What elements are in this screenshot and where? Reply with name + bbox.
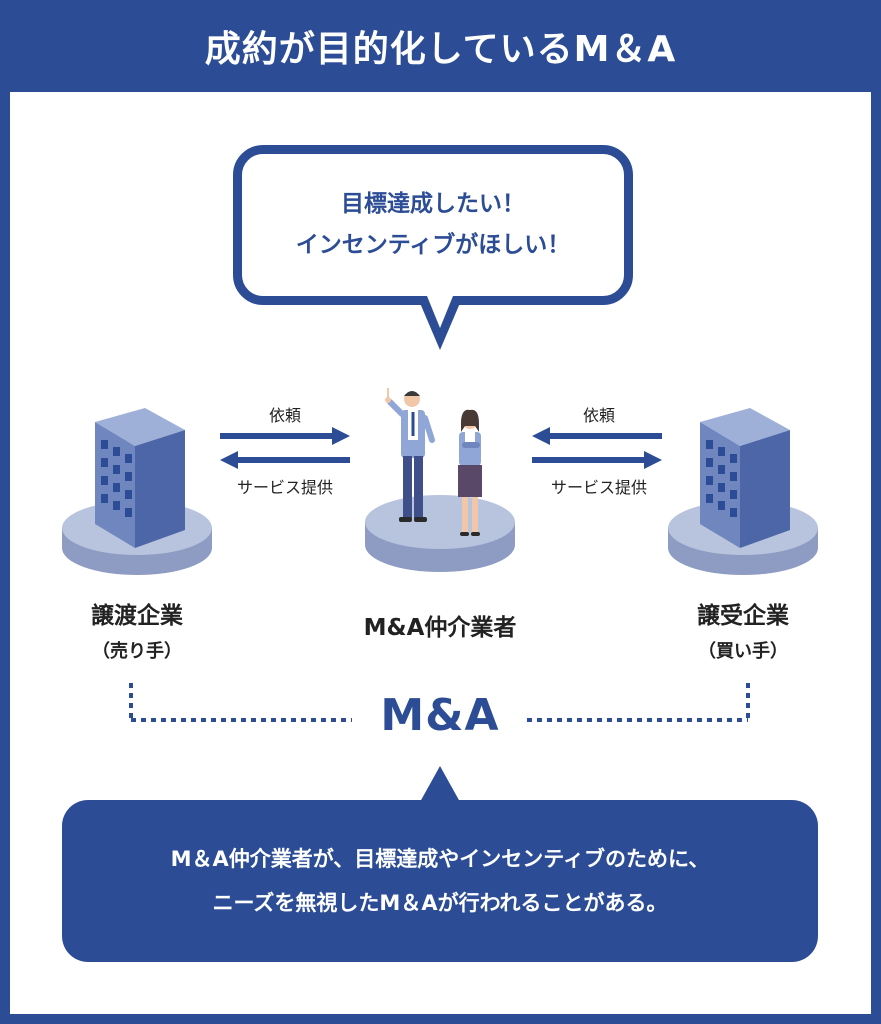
right-service-label: サービス提供 <box>550 478 647 497</box>
left-service-arrow <box>220 451 350 469</box>
seller-name: 譲渡企業 <box>91 603 183 629</box>
broker-name: M&A仲介業者 <box>363 615 517 641</box>
conclusion-note: M＆A仲介業者が、目標達成やインセンティブのために、 ニーズを無視したM＆Aが行… <box>62 800 818 962</box>
note-tail <box>420 766 460 802</box>
deal-bracket <box>129 683 750 722</box>
buyer-role: （買い手） <box>698 641 788 662</box>
buyer-building-icon <box>700 408 790 548</box>
speech-line-1: 目標達成したい！ <box>341 191 525 217</box>
deal-label: M&A <box>380 690 500 741</box>
page-title: 成約が目的化しているM＆A <box>204 29 677 70</box>
businesswoman-icon <box>458 409 482 536</box>
left-request-label: 依頼 <box>268 406 301 425</box>
seller-role: （売り手） <box>92 641 182 662</box>
right-service-arrow <box>532 451 662 469</box>
businessman-icon <box>385 388 435 522</box>
speech-bubble-tail <box>417 296 463 350</box>
seller-building-icon <box>95 408 185 548</box>
note-line-2: ニーズを無視したM＆Aが行われることがある。 <box>212 891 668 915</box>
left-request-arrow <box>220 427 350 445</box>
buyer-name: 譲受企業 <box>697 603 789 629</box>
left-service-label: サービス提供 <box>236 478 333 497</box>
speech-line-2: インセンティブがほしい！ <box>295 232 571 258</box>
right-request-label: 依頼 <box>582 406 615 425</box>
note-line-1: M＆A仲介業者が、目標達成やインセンティブのために、 <box>170 847 710 871</box>
broker-platform <box>365 495 515 572</box>
right-request-arrow <box>532 427 662 445</box>
